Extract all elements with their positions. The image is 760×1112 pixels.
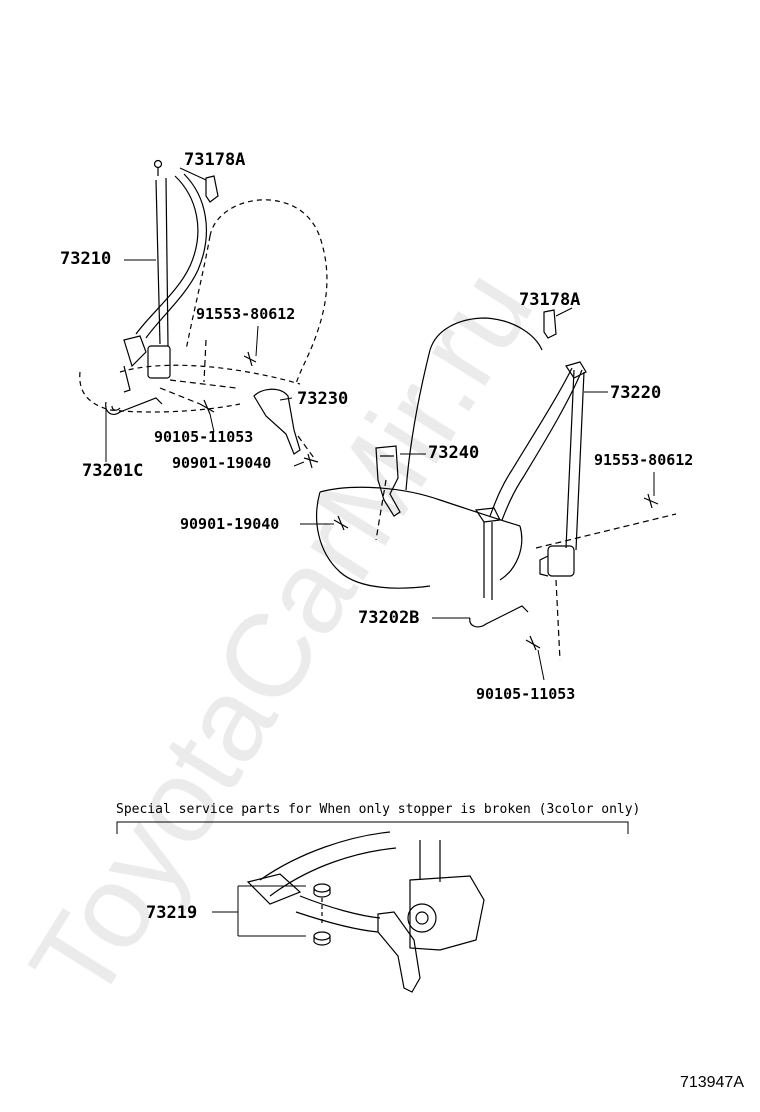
part-label-90901-19040-top[interactable]: 90901-19040 (172, 454, 272, 472)
right-anchor-bracket (469, 605, 529, 628)
right-belt-assembly (474, 309, 587, 600)
stopper-detail (246, 831, 485, 993)
right-seat-outline (316, 317, 543, 589)
part-label-90105-11053-right[interactable]: 90105-11053 (476, 685, 576, 703)
right-bolts (333, 493, 659, 651)
part-label-73240[interactable]: 73240 (428, 443, 480, 463)
part-label-73219[interactable]: 73219 (146, 903, 198, 923)
part-label-90105-11053-left[interactable]: 90105-11053 (154, 428, 254, 446)
leader-lines (105, 167, 655, 681)
part-label-91553-80612-right[interactable]: 91553-80612 (594, 451, 694, 469)
special-service-bracket (116, 821, 629, 834)
right-buckle (375, 445, 401, 517)
left-belt-assembly (123, 159, 219, 393)
part-label-90901-19040-bottom[interactable]: 90901-19040 (180, 515, 280, 533)
part-label-73178a-right[interactable]: 73178A (519, 290, 581, 310)
part-label-73178a-left[interactable]: 73178A (184, 150, 246, 170)
illustration-code: 713947A (679, 1074, 744, 1091)
part-label-73201c[interactable]: 73201C (82, 461, 144, 481)
left-bolts (199, 351, 319, 469)
part-label-73202b[interactable]: 73202B (358, 608, 420, 628)
part-label-91553-80612-left[interactable]: 91553-80612 (196, 305, 296, 323)
left-buckle (253, 388, 301, 455)
special-service-note: Special service parts for When only stop… (116, 802, 641, 817)
left-anchor-bracket (105, 397, 163, 415)
part-label-73230[interactable]: 73230 (297, 389, 349, 409)
part-label-73210[interactable]: 73210 (60, 249, 112, 269)
leader-73219 (212, 885, 306, 937)
part-label-73220[interactable]: 73220 (610, 383, 662, 403)
